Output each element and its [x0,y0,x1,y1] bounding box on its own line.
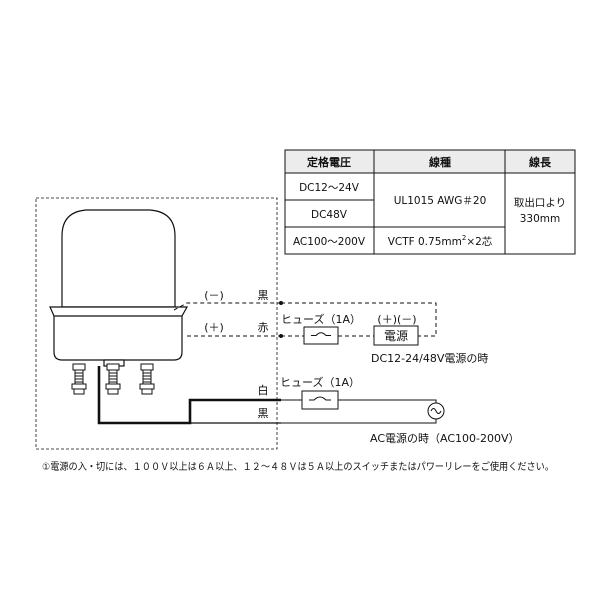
wire-color-white: 白 [258,383,269,397]
wire-color-black-top: 黒 [258,289,269,302]
ac-source-icon [427,402,445,420]
junction-dot [279,301,283,305]
table-header-wire-length: 線長 [529,155,552,169]
ac-white-line-right [338,399,437,403]
ac-fuse-label: ヒューズ（1A） [280,375,360,389]
terminal-center [105,363,121,395]
dc-circuit-caption: DC12-24/48V電源の時 [371,351,488,365]
internal-dc-wiring [173,302,281,337]
wire-label-plus: (＋) [204,321,224,334]
junction-dot [279,334,283,338]
table-border [284,149,576,255]
terminal-right [139,363,155,395]
dc-power-label: 電源 [384,329,408,343]
wire-type-ac-suffix: ×2芯 [466,235,492,248]
table-voltage-dc48: DC48V [311,209,348,221]
lamp-dome [61,209,176,308]
ac-fuse [301,390,339,410]
product-boundary [35,197,278,450]
ac-cable-thick [97,366,281,425]
signal-lamp [49,209,189,367]
dc-lead-minus [173,302,281,311]
lamp-base [49,306,189,361]
dc-circuit [281,302,437,337]
terminal-left [71,363,87,395]
wire-label-minus: (－) [204,289,224,302]
table-header-voltage: 定格電圧 [307,155,351,169]
spec-table [284,149,576,255]
dc-fuse [303,326,339,345]
wire-type-ac-sup: 2 [462,234,466,242]
ac-black-line [281,418,437,424]
table-voltage-dc12-24: DC12～24V [299,182,360,194]
table-wire-length-line2: 330mm [520,213,561,225]
wire-type-ac-prefix: VCTF 0.75mm [388,236,462,248]
dc-polarity-label: (＋)(－) [377,313,416,326]
table-wire-type-dc: UL1015 AWG＃20 [394,195,487,207]
dc-power-source [373,325,419,346]
table-wire-type-ac: VCTF 0.75mm2×2芯 [388,234,493,248]
wire-color-red: 赤 [258,321,269,334]
table-header-wire-type: 線種 [429,155,451,169]
internal-wiring [97,366,281,425]
table-voltage-ac: AC100～200V [293,236,366,248]
dc-fuse-label: ヒューズ（1A） [281,312,361,326]
footnote: ①電源の入・切には、１００Ｖ以上は６Ａ以上、１２～４８Ｖは５Ａ以上のスイッチまた… [42,460,554,473]
table-wire-length-line1: 取出口より [514,196,566,209]
ac-circuit [281,399,437,424]
terminals [71,363,155,395]
dc-minus-line [281,302,437,337]
ac-circuit-caption: AC電源の時（AC100-200V） [370,431,520,445]
wire-color-black-bottom: 黒 [258,407,269,420]
